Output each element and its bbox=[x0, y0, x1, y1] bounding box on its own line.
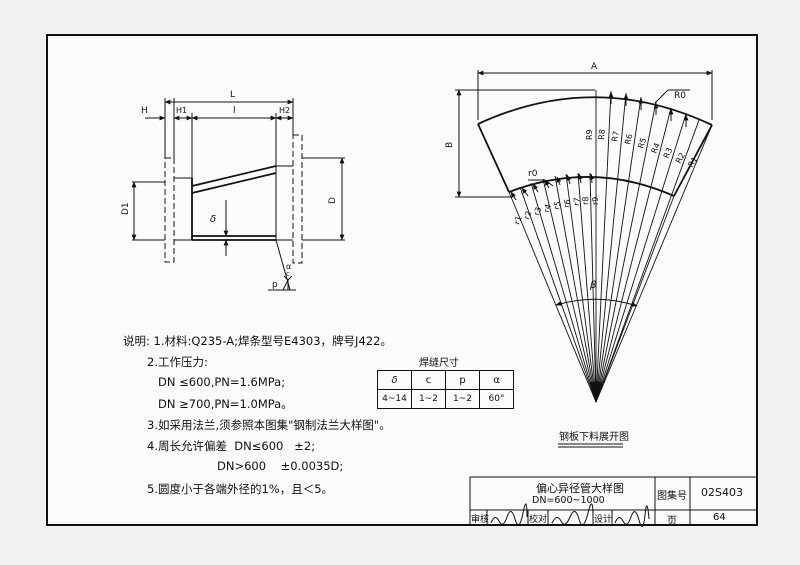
drawing-title: 偏心异径管大样图 bbox=[536, 482, 624, 495]
weld-value-alpha: 60° bbox=[479, 389, 514, 409]
weld-header-alpha: α bbox=[479, 370, 514, 390]
weld-p: p bbox=[272, 280, 278, 290]
page-label: 页 bbox=[667, 516, 677, 527]
reducer-view: L H H1 l H2 D1 D δ p c α bbox=[121, 90, 345, 291]
title-block-frame bbox=[469, 476, 758, 527]
label-r4: r4 bbox=[542, 203, 553, 213]
label-r0: r0 bbox=[528, 169, 538, 179]
label-r6: r6 bbox=[562, 199, 572, 209]
note-7: DN>600 ±0.0035D; bbox=[217, 459, 344, 473]
dim-H2: H2 bbox=[279, 106, 290, 115]
page-number: 64 bbox=[713, 512, 726, 523]
development-view: R9 R8 R7 R6 R5 R4 R3 R2 R1 r1 r2 r3 r4 r… bbox=[445, 62, 713, 448]
weld-table-header-row: δ c p α bbox=[377, 370, 514, 390]
note-4: DN ≥700,PN=1.0MPa。 bbox=[158, 397, 293, 411]
note-3: DN ≤600,PN=1.6MPa; bbox=[158, 375, 286, 389]
label-r8: r8 bbox=[581, 196, 590, 205]
review-label: 审核 bbox=[471, 515, 490, 525]
note-8: 5.圆度小于各端外径的1%，且＜5。 bbox=[147, 482, 334, 496]
inner-arrows bbox=[510, 173, 594, 201]
outer-arc bbox=[477, 96, 713, 126]
note-2: 2.工作压力: bbox=[147, 355, 208, 369]
label-r3: r3 bbox=[532, 206, 543, 217]
label-beta: β bbox=[589, 280, 597, 291]
weld-header-c: c bbox=[411, 370, 446, 390]
dim-D1: D1 bbox=[121, 202, 131, 215]
dim-l: l bbox=[233, 106, 236, 116]
note-5: 3.如采用法兰,须参照本图集"钢制法兰大样图"。 bbox=[147, 418, 391, 432]
label-R7: R7 bbox=[610, 130, 621, 142]
label-r1: r1 bbox=[512, 215, 523, 226]
dim-H1: H1 bbox=[176, 106, 187, 115]
weld-value-p: 1~2 bbox=[445, 389, 480, 409]
outer-radius-labels: R9 R8 R7 R6 R5 R4 R3 R2 R1 bbox=[585, 129, 700, 169]
radial-lines bbox=[477, 90, 713, 403]
weld-c: c bbox=[286, 270, 290, 278]
weld-table: δ c p α 4~14 1~2 1~2 60° bbox=[377, 370, 514, 409]
weld-value-c: 1~2 bbox=[411, 389, 446, 409]
inner-radius-labels: r1 r2 r3 r4 r5 r6 r7 r8 r9 bbox=[512, 196, 600, 225]
label-R9: R9 bbox=[585, 129, 594, 140]
weld-header-p: p bbox=[445, 370, 480, 390]
label-R0: R0 bbox=[674, 91, 686, 101]
weld-value-delta: 4~14 bbox=[377, 389, 412, 409]
label-r5: r5 bbox=[552, 200, 562, 210]
label-r2: r2 bbox=[522, 210, 533, 221]
note-1: 说明: 1.材料:Q235-A;焊条型号E4303，牌号J422。 bbox=[123, 334, 392, 348]
label-R4: R4 bbox=[650, 141, 662, 154]
dim-L: L bbox=[230, 90, 235, 100]
right-flange bbox=[292, 134, 303, 264]
weld-table-title: 焊缝尺寸 bbox=[419, 358, 459, 369]
dim-delta: δ bbox=[210, 214, 216, 225]
label-R3: R3 bbox=[662, 146, 675, 160]
weld-a: α bbox=[286, 262, 291, 271]
drawing-subtitle: DN=600~1000 bbox=[532, 495, 605, 506]
label-r9: r9 bbox=[591, 197, 600, 205]
development-caption: 钢板下料展开图 bbox=[559, 430, 629, 443]
outer-arrows bbox=[608, 91, 689, 127]
check-label: 校对 bbox=[529, 515, 548, 525]
dim-A: A bbox=[591, 62, 598, 72]
dim-H: H bbox=[141, 106, 148, 116]
note-6: 4.周长允许偏差 DN≤600 ±2; bbox=[147, 439, 316, 453]
atlas-label: 图集号 bbox=[657, 491, 687, 502]
dim-D: D bbox=[328, 197, 338, 204]
label-R6: R6 bbox=[623, 133, 634, 146]
design-label: 设计 bbox=[594, 515, 613, 525]
atlas-number: 02S403 bbox=[701, 486, 743, 499]
label-R5: R5 bbox=[636, 137, 648, 150]
left-flange bbox=[164, 157, 175, 263]
weld-table-value-row: 4~14 1~2 1~2 60° bbox=[377, 389, 514, 409]
label-R8: R8 bbox=[597, 129, 607, 140]
dim-B: B bbox=[445, 142, 455, 148]
label-r7: r7 bbox=[572, 197, 582, 206]
weld-header-delta: δ bbox=[377, 370, 412, 390]
